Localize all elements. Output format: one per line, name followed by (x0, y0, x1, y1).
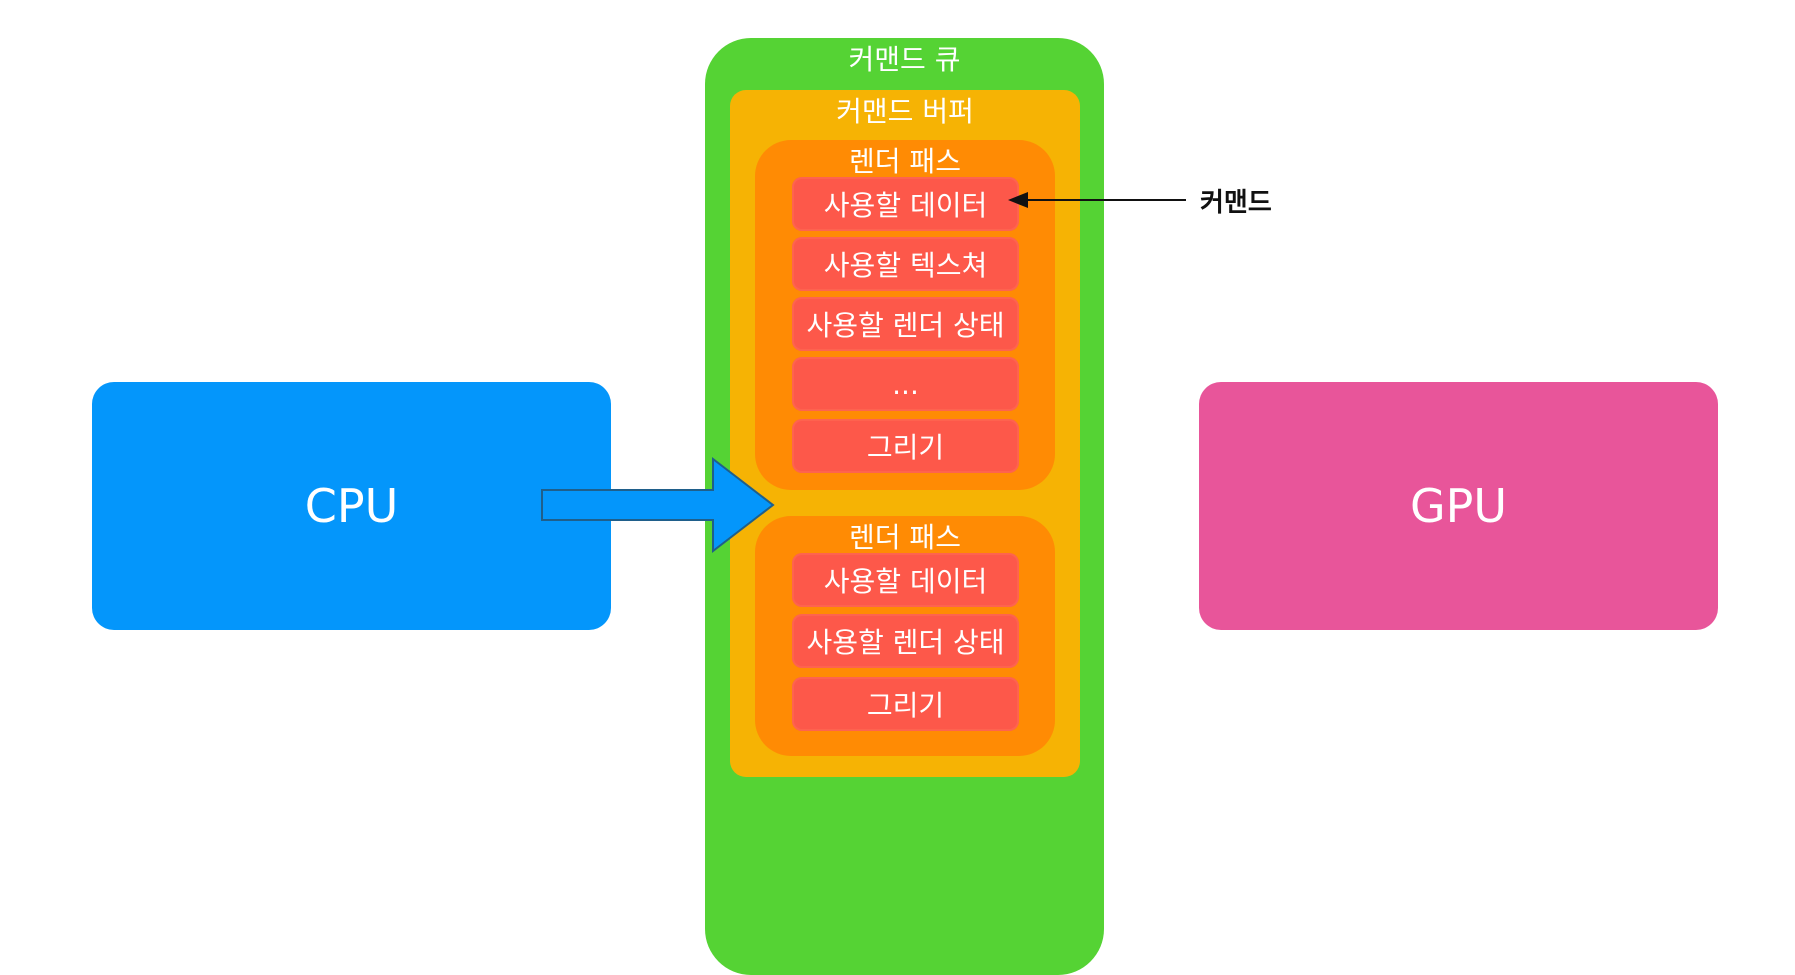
command-ellipsis: ... (792, 357, 1019, 411)
command-use-render-state: 사용할 렌더 상태 (792, 614, 1019, 668)
command-annotation-label: 커맨드 (1200, 188, 1272, 218)
command-draw: 그리기 (792, 419, 1019, 473)
command-use-data: 사용할 데이터 (792, 553, 1019, 607)
render-pass-label: 렌더 패스 (849, 521, 961, 554)
command-use-data: 사용할 데이터 (792, 177, 1019, 231)
command-use-texture: 사용할 텍스쳐 (792, 237, 1019, 291)
gpu-label: GPU (1409, 479, 1508, 533)
command-buffer-label: 커맨드 버퍼 (836, 95, 974, 128)
cpu-block: CPU (92, 382, 611, 630)
command-queue-label: 커맨드 큐 (848, 43, 961, 76)
cpu-label: CPU (304, 479, 399, 533)
command-draw: 그리기 (792, 677, 1019, 731)
command-use-render-state: 사용할 렌더 상태 (792, 297, 1019, 351)
gpu-block: GPU (1199, 382, 1718, 630)
render-pass-label: 렌더 패스 (849, 145, 961, 178)
